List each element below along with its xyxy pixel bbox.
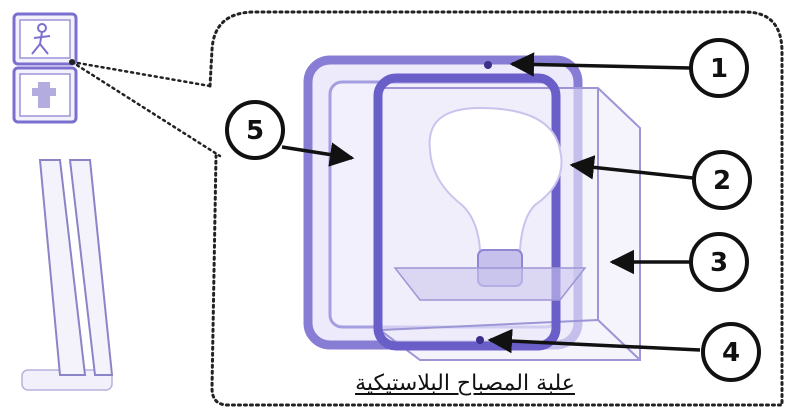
callout-5: 5 xyxy=(227,102,283,158)
zoom-guide-lines xyxy=(72,62,220,156)
svg-text:4: 4 xyxy=(722,338,740,368)
svg-text:3: 3 xyxy=(710,248,728,278)
stop-signal-icon xyxy=(14,68,76,122)
callout-4: 4 xyxy=(703,324,759,380)
svg-text:2: 2 xyxy=(713,166,731,196)
diagram-caption: علبة المصباح البلاستيكية xyxy=(300,371,630,396)
pedestrian-signal-pole xyxy=(14,14,112,390)
callout-1: 1 xyxy=(691,40,747,96)
svg-text:1: 1 xyxy=(710,54,728,84)
callout-3: 3 xyxy=(691,234,747,290)
callout-2: 2 xyxy=(694,152,750,208)
walk-signal-icon xyxy=(14,14,76,64)
svg-text:5: 5 xyxy=(246,116,264,146)
lamp-box xyxy=(308,60,640,360)
